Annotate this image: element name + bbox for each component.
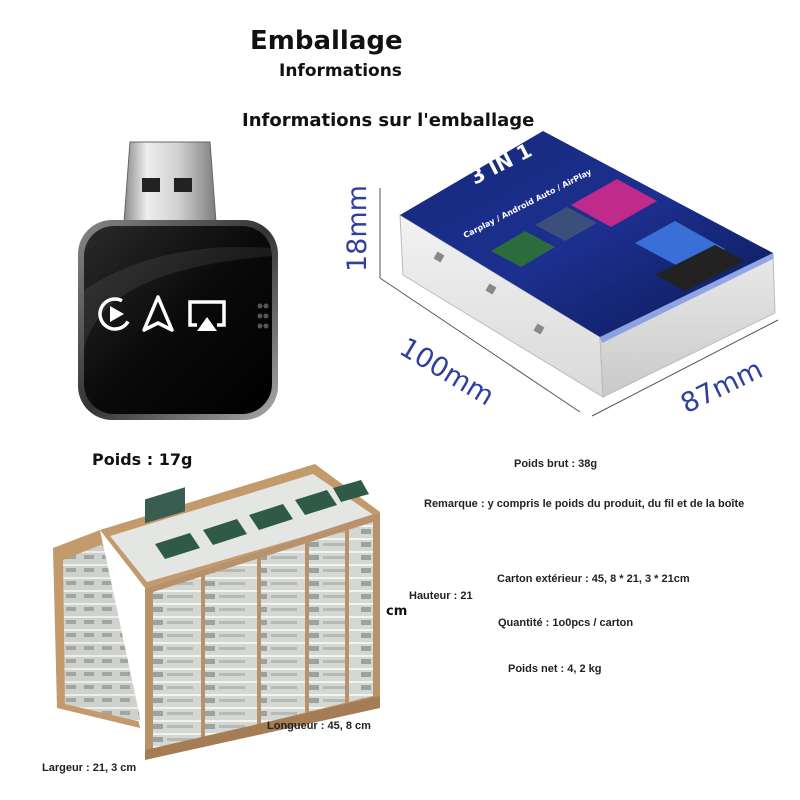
- carton-width-label: Largeur : 21, 3 cm: [42, 762, 137, 774]
- net-weight: Poids net : 4, 2 kg: [508, 663, 602, 675]
- gross-weight: Poids brut : 38g: [514, 458, 598, 470]
- carton-length-label: Longueur : 45, 8 cm: [267, 720, 371, 732]
- box-dimension-lines: [379, 188, 779, 417]
- product-weight: Poids : 17g: [92, 450, 193, 469]
- page-title: Emballage: [250, 26, 403, 56]
- carton-height-label: Hauteur : 21: [409, 590, 473, 602]
- box-height-dimension: 18mm: [342, 185, 373, 272]
- carton-quantity: Quantité : 1o0pcs / carton: [498, 617, 634, 629]
- outer-carton: Carton extérieur : 45, 8 * 21, 3 * 21cm: [497, 573, 690, 585]
- airplay-icon: [188, 300, 226, 331]
- android-auto-icon: [142, 295, 174, 332]
- carton-height-unit: cm: [386, 604, 408, 619]
- section-title: Informations sur l'emballage: [242, 110, 535, 131]
- carplay-icon: [98, 297, 132, 331]
- weight-remark: Remarque : y compris le poids du produit…: [424, 498, 745, 510]
- page-subtitle: Informations: [279, 61, 402, 81]
